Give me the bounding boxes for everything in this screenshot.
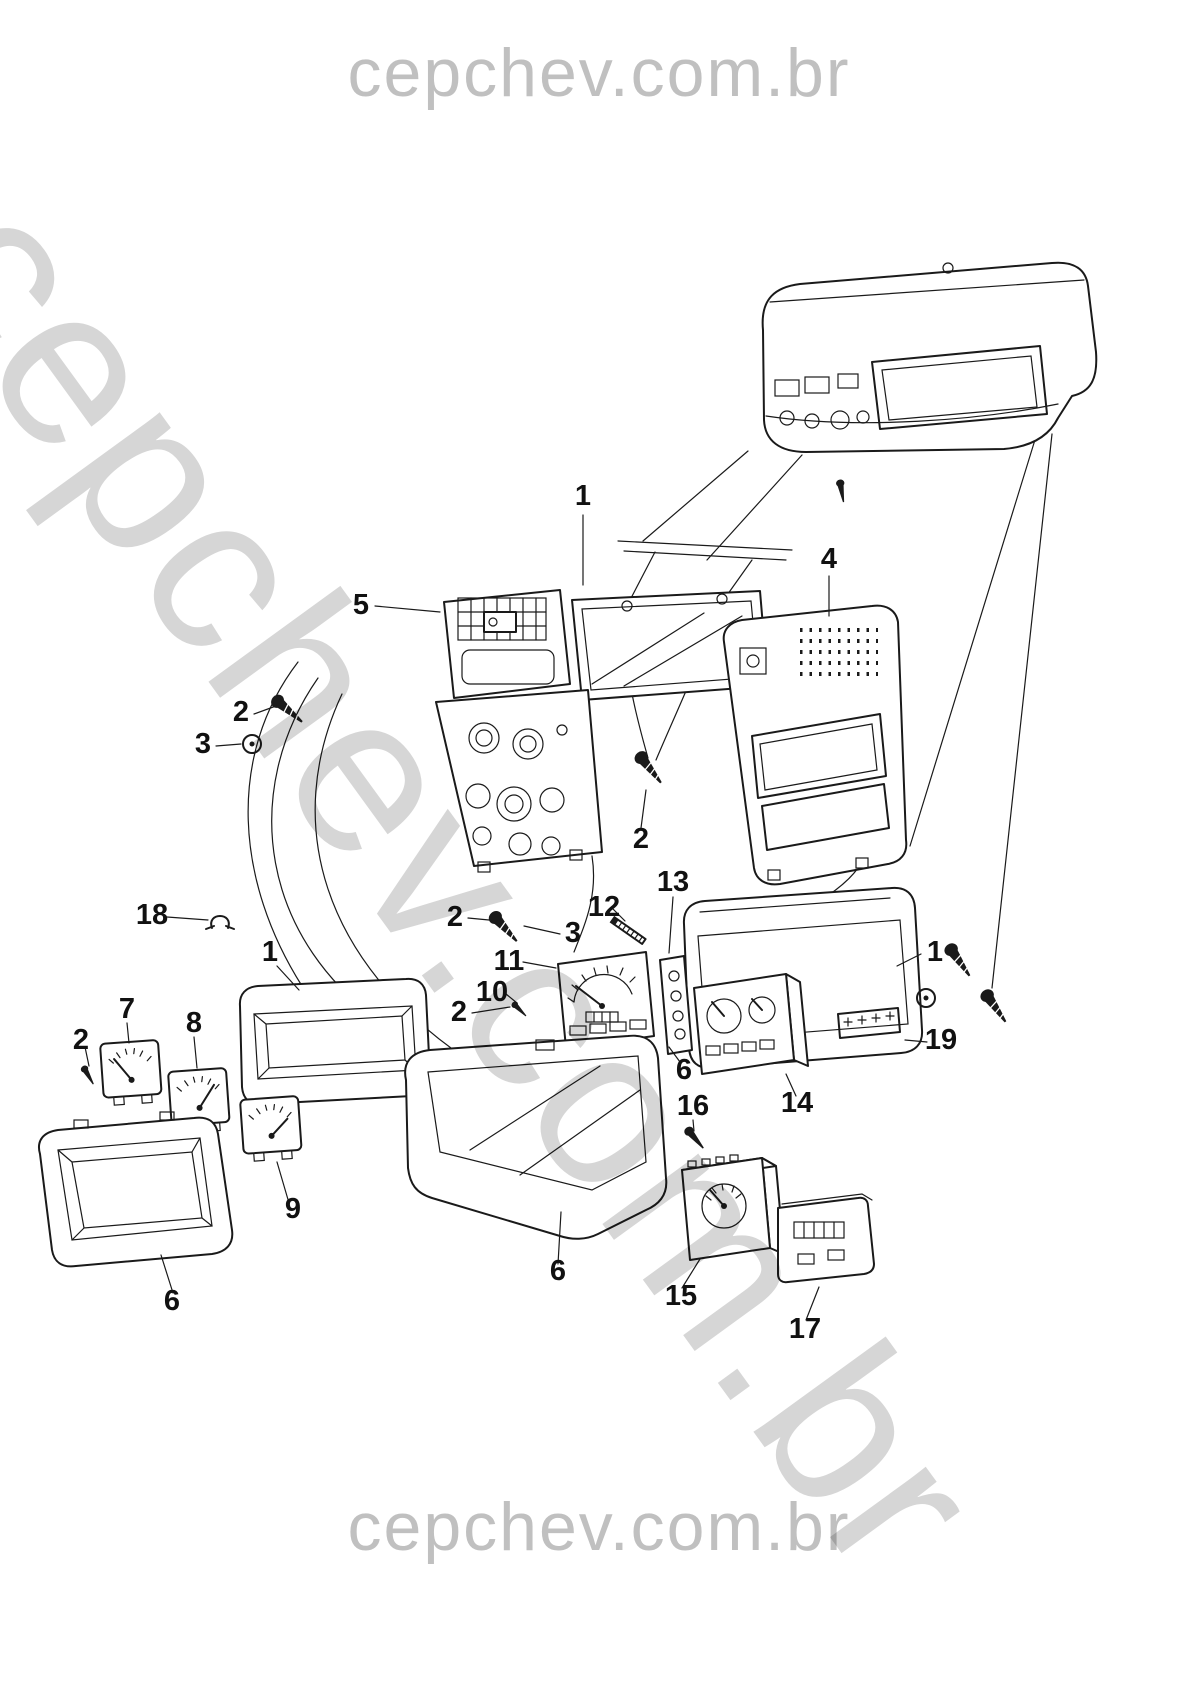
callout-2-upper: 2	[233, 696, 249, 728]
leader-lines	[84, 514, 928, 1321]
callout-9: 9	[285, 1193, 301, 1225]
threaded-stud	[609, 915, 647, 945]
screw-mid-left	[488, 911, 518, 942]
small-gauge-9	[239, 1095, 303, 1162]
callout-3-upper: 3	[195, 728, 211, 760]
tachograph-box	[681, 1154, 785, 1261]
small-gauge-8	[167, 1067, 231, 1134]
screw-right-1	[944, 943, 971, 977]
callout-6-tray: 6	[164, 1285, 180, 1317]
push-nut-left	[242, 734, 262, 754]
callout-2-mid: 2	[447, 901, 463, 933]
cluster-hood	[404, 1034, 668, 1240]
vent-bezel-right	[722, 604, 908, 886]
callout-1-lens: 1	[575, 480, 591, 512]
callout-6-bracket: 6	[676, 1054, 692, 1086]
callout-15: 15	[665, 1280, 697, 1312]
mounting-bracket	[659, 955, 693, 1055]
callout-10: 10	[476, 976, 508, 1008]
callout-14: 14	[781, 1087, 813, 1119]
speedometer-face	[557, 951, 655, 1049]
push-nut-right	[916, 988, 936, 1008]
callout-16: 16	[677, 1090, 709, 1122]
screw-center	[634, 751, 662, 784]
callout-5: 5	[353, 589, 369, 621]
callout-8: 8	[186, 1007, 202, 1039]
callout-18: 18	[136, 899, 168, 931]
callout-2-gauges: 2	[73, 1024, 89, 1056]
hourmeter-module	[777, 1193, 875, 1284]
callout-labels: 1 4 5 2 3 2 18 2 13 12 3 11 1 10 2 1 19 …	[73, 480, 957, 1345]
cluster-bezel-tray	[38, 1111, 234, 1268]
screw-gauge-left	[80, 1065, 94, 1085]
callout-4: 4	[821, 543, 837, 575]
callout-17: 17	[789, 1313, 821, 1345]
watermark-top: cepchev.com.br	[347, 35, 851, 111]
screw-upper-left	[271, 694, 303, 723]
small-gauge-7	[99, 1039, 163, 1106]
callout-13: 13	[657, 866, 689, 898]
callout-11: 11	[494, 945, 525, 977]
screw-16	[684, 1126, 704, 1149]
vent-bezel-left	[435, 589, 603, 873]
callout-3-mid: 3	[565, 917, 581, 949]
callout-2-center: 2	[633, 823, 649, 855]
watermark-bottom: cepchev.com.br	[347, 1489, 851, 1565]
dash-screw	[836, 479, 845, 503]
gauge-module	[693, 973, 809, 1075]
callout-2-face: 2	[451, 996, 467, 1028]
callout-1-right: 1	[927, 936, 943, 968]
screw-right-2	[980, 989, 1007, 1023]
callout-19: 19	[925, 1024, 957, 1056]
callout-1-case: 1	[262, 936, 278, 968]
dashboard-assembly	[761, 261, 1098, 503]
callout-7: 7	[119, 993, 135, 1025]
callout-12: 12	[588, 891, 620, 923]
retaining-clip	[205, 915, 235, 930]
callout-6-hood: 6	[550, 1255, 566, 1287]
